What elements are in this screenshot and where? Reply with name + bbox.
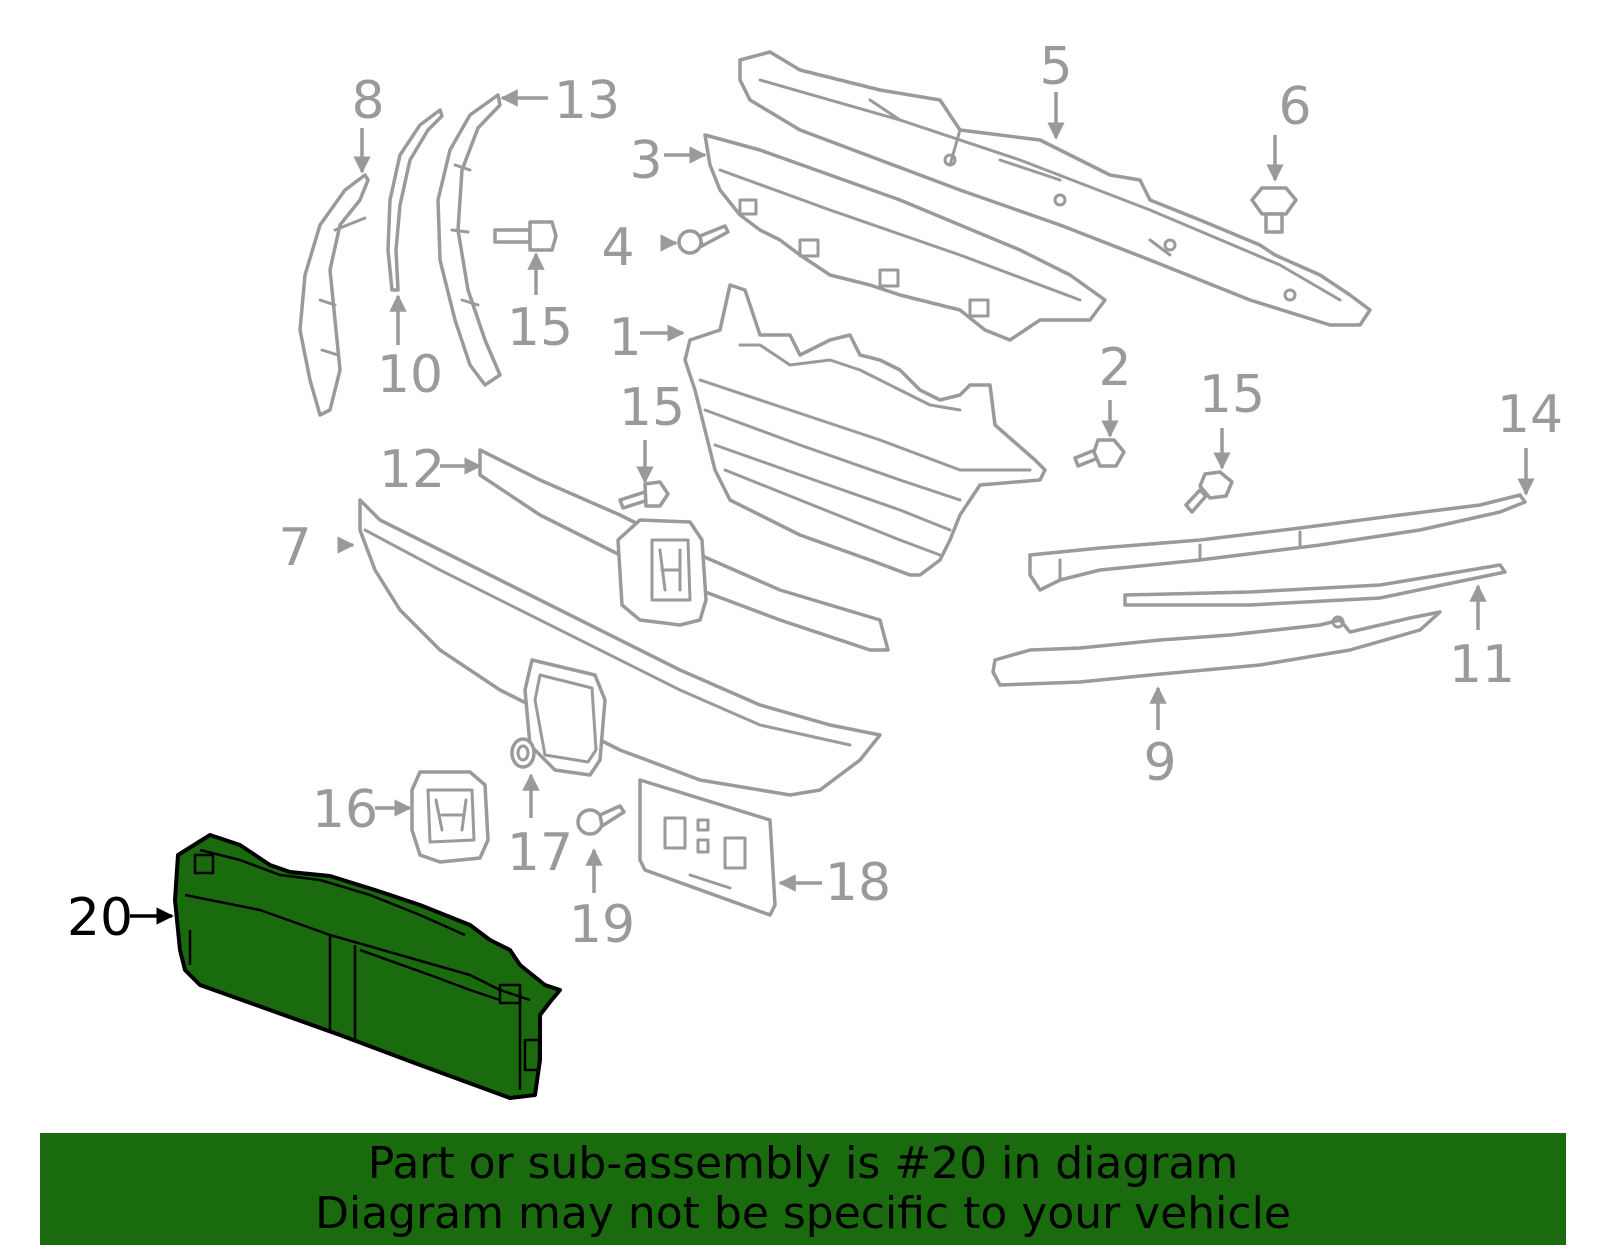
callout-16: 16 (312, 780, 378, 840)
part-9-lower-molding[interactable] (991, 610, 1442, 687)
part-17-grommet[interactable] (510, 737, 536, 769)
callout-18: 18 (825, 853, 891, 913)
callout-11: 11 (1449, 635, 1515, 695)
part-8-molding[interactable] (298, 173, 370, 417)
callout-15-c: 15 (1199, 365, 1265, 425)
part-16-emblem[interactable] (410, 770, 490, 864)
callout-7: 7 (278, 518, 311, 578)
callout-1: 1 (608, 308, 641, 368)
part-13-molding[interactable] (436, 93, 502, 387)
callout-19: 19 (569, 895, 635, 955)
part-15-screw-a[interactable] (493, 220, 558, 252)
notice-line-2: Diagram may not be specific to your vehi… (315, 1188, 1291, 1239)
callout-15-b: 15 (619, 378, 685, 438)
part-6-bolt[interactable] (1250, 186, 1298, 234)
callout-3: 3 (629, 131, 662, 191)
part-18-plate-bracket[interactable] (638, 778, 777, 917)
part-12-emblem-strip[interactable] (478, 448, 890, 652)
callout-2: 2 (1098, 338, 1131, 398)
part-15-bolt-c[interactable] (1184, 470, 1234, 514)
part-14-lower-molding[interactable] (1028, 493, 1527, 592)
part-11-strip[interactable] (1123, 563, 1507, 607)
part-7-grille-frame[interactable] (358, 498, 882, 797)
callout-13: 13 (554, 71, 620, 131)
callout-6: 6 (1278, 77, 1311, 137)
callout-labels: 5 6 3 4 8 13 15 10 1 2 15 15 14 12 7 11 … (67, 37, 1563, 955)
part-2-bolt[interactable] (1073, 438, 1126, 468)
part-5-upper-beam[interactable] (738, 50, 1372, 327)
part-20-air-guide[interactable] (173, 833, 562, 1100)
callout-5: 5 (1039, 37, 1072, 97)
callout-14: 14 (1497, 385, 1563, 445)
callout-15-a: 15 (507, 298, 573, 358)
callout-8: 8 (351, 71, 384, 131)
notice-line-1: Part or sub-assembly is #20 in diagram (367, 1138, 1239, 1189)
leader-arrows (130, 89, 1535, 925)
callout-17: 17 (507, 823, 573, 883)
callout-12: 12 (379, 440, 445, 500)
part-1-grille[interactable] (683, 283, 1047, 577)
part-3-bracket[interactable] (703, 133, 1107, 342)
part-19-screw[interactable] (576, 804, 626, 836)
part-15-bolt-b[interactable] (618, 480, 670, 510)
callout-10: 10 (377, 345, 443, 405)
diagram-notice-banner: Part or sub-assembly is #20 in diagram D… (40, 1133, 1566, 1245)
callout-20: 20 (67, 888, 133, 948)
callout-9: 9 (1143, 733, 1176, 793)
part-10-molding[interactable] (386, 108, 444, 292)
callout-4: 4 (601, 218, 634, 278)
part-4-screw[interactable] (677, 224, 730, 255)
